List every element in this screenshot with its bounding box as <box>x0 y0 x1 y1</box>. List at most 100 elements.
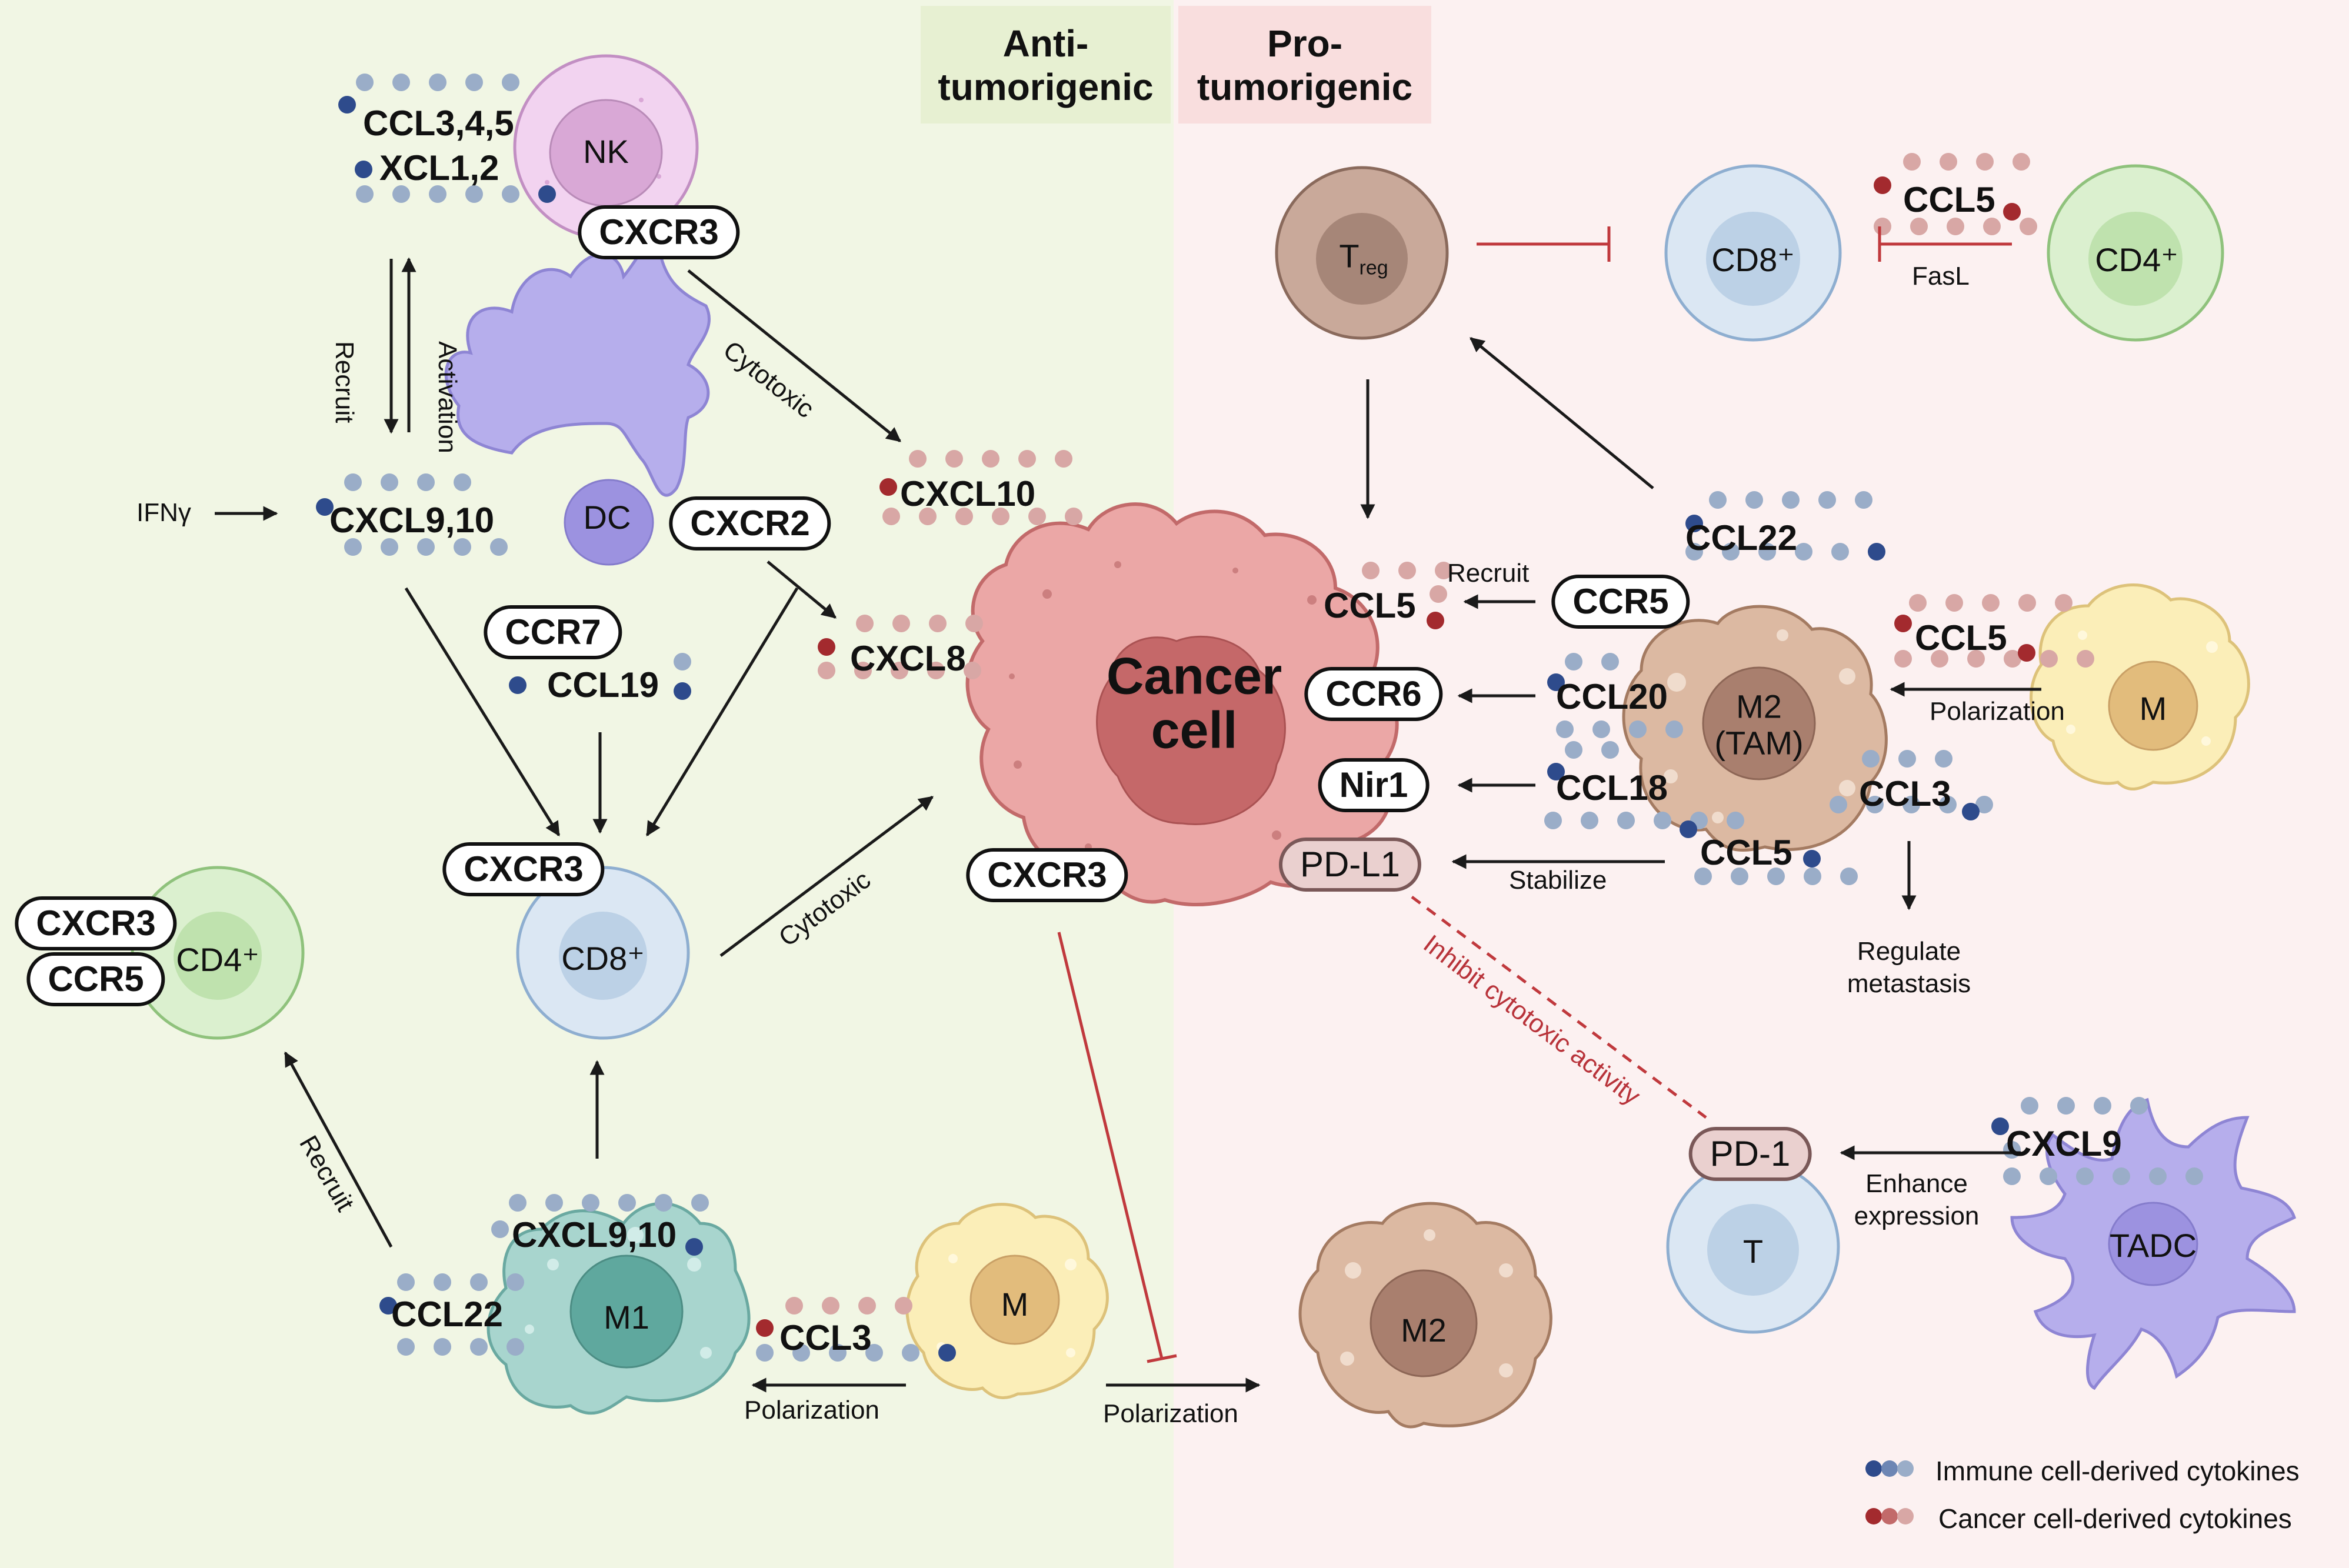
cytokine-dot <box>417 473 435 491</box>
cytokine-dot <box>379 1297 397 1315</box>
cytokine-dot <box>509 676 527 694</box>
cytokine-dot <box>1685 543 1703 561</box>
cytokine-dot <box>938 1344 956 1362</box>
cytokine-dot <box>392 74 410 91</box>
cytokine-dot <box>1767 868 1785 885</box>
cytokine-cxcl9: CXCL9 <box>2006 1124 2122 1163</box>
cytokine-dot <box>1727 812 1744 829</box>
pro-header-box <box>1178 6 1431 124</box>
cytokine-dot <box>1868 543 1885 561</box>
cytokine-dot <box>465 74 483 91</box>
cytokine-ccl5-polarization: CCL5 <box>1915 618 2007 658</box>
cytokine-dot <box>1592 720 1610 738</box>
cytokine-ccl22-right: CCL22 <box>1685 518 1798 558</box>
cytokine-dot <box>2004 650 2021 668</box>
cytokine-ccl19: CCL19 <box>547 665 659 705</box>
cytokine-dot <box>1544 812 1562 829</box>
cytokine-dot <box>2040 650 2058 668</box>
cytokine-dot <box>1855 491 1872 509</box>
arrow-label-polarization-m1: Polarization <box>744 1396 879 1424</box>
receptor-pd1: PD-1 <box>1688 1127 1812 1181</box>
arrow-label-activation: Activation <box>433 341 462 453</box>
cd8-right-label: CD8⁺ <box>1711 241 1795 278</box>
m-macrophage-right <box>2030 583 2250 791</box>
cytokine-dot <box>1831 543 1849 561</box>
cytokine-dot <box>392 185 410 203</box>
cytokine-dot <box>1654 812 1671 829</box>
cytokine-dot <box>1982 594 2000 612</box>
cytokine-dot <box>618 1194 636 1212</box>
cytokine-dot <box>879 478 897 496</box>
pro-header-line1: Pro- <box>1267 22 1342 65</box>
dendritic-cell <box>444 242 711 566</box>
cytokine-dot <box>454 538 471 556</box>
cytokine-dot <box>1581 812 1598 829</box>
cytokine-ccl3-bottom: CCL3 <box>779 1318 872 1357</box>
cytokine-dot <box>2018 594 2036 612</box>
cytokine-dot <box>1018 450 1036 468</box>
legend-dots <box>1865 1460 1914 1524</box>
cytokine-dot <box>927 662 945 679</box>
cytokine-dot <box>691 1194 709 1212</box>
cytokine-dot <box>964 662 981 679</box>
cytokine-dot <box>1962 803 1980 820</box>
cytokine-dot <box>674 653 691 670</box>
m2-macrophage-bottom <box>1298 1202 1552 1429</box>
cytokine-dot <box>1028 508 1046 525</box>
cancer-cell-label: Cancer cell <box>1107 649 1282 758</box>
cytokine-ccl5-stabilize: CCL5 <box>1700 833 1792 872</box>
anti-header-line1: Anti- <box>1002 22 1089 65</box>
treg-label: Treg <box>1339 239 1388 278</box>
anti-tumorigenic-header: Anti- tumorigenic <box>921 22 1171 109</box>
cytokine-dot <box>685 1238 703 1256</box>
cytokine-dot <box>2021 1097 2038 1115</box>
cytokine-dot <box>2020 218 2037 235</box>
cytokine-dot <box>909 450 927 468</box>
cytokine-dot <box>2018 644 2035 662</box>
cytokine-dot <box>434 1273 451 1291</box>
cd8-cell-right <box>1664 164 1842 342</box>
cytokine-dot <box>1601 653 1619 670</box>
cytokine-dot <box>1556 720 1574 738</box>
enhance-line2: expression <box>1854 1202 1980 1230</box>
t-cell <box>1666 1160 1840 1334</box>
cytokine-dot <box>655 1194 672 1212</box>
cytokine-dot <box>582 1194 599 1212</box>
cytokine-dot <box>465 185 483 203</box>
cytokine-dot <box>434 1338 451 1356</box>
cytokine-dot <box>929 615 947 632</box>
cytokine-dot <box>470 1338 488 1356</box>
arrows <box>215 257 2041 1393</box>
cytokine-ccl345: CCL3,4,5 <box>363 104 514 143</box>
cytokine-dot <box>1362 562 1380 579</box>
cytokine-dot <box>1617 812 1635 829</box>
pro-tumorigenic-header: Pro- tumorigenic <box>1178 22 1431 109</box>
arrow-label-enhance-expression: Enhance expression <box>1854 1167 1980 1232</box>
cytokine-dots <box>316 74 2203 1362</box>
regulate-line1: Regulate <box>1857 937 1961 966</box>
nk-label: NK <box>583 133 629 170</box>
cytokine-dot <box>1866 796 1884 813</box>
cytokine-dot <box>1782 491 1800 509</box>
cytokine-dot <box>865 1344 883 1362</box>
cytokine-dot <box>1398 562 1416 579</box>
cytokine-dot <box>1055 450 1072 468</box>
anti-header-box <box>921 6 1171 124</box>
arrow-label-stabilize: Stabilize <box>1509 866 1607 895</box>
nk-cell <box>513 54 699 240</box>
cytokine-dot <box>891 662 908 679</box>
cytokine-dot <box>502 185 519 203</box>
treg-cell <box>1275 166 1449 340</box>
cytokine-dot <box>1909 594 1927 612</box>
arrow-label-polarization-right: Polarization <box>1930 697 2065 726</box>
cytokine-dot <box>856 615 874 632</box>
cytokine-dot <box>2055 594 2073 612</box>
cytokine-dot <box>1818 491 1836 509</box>
arrow-label-polarization-m2: Polarization <box>1103 1399 1238 1428</box>
cytokine-dot <box>356 185 374 203</box>
cd4-left-label: CD4⁺ <box>176 941 259 978</box>
cd4-cell-right <box>2047 164 2224 342</box>
cytokine-dot <box>919 508 937 525</box>
tadc-label: TADC <box>2109 1227 2197 1264</box>
